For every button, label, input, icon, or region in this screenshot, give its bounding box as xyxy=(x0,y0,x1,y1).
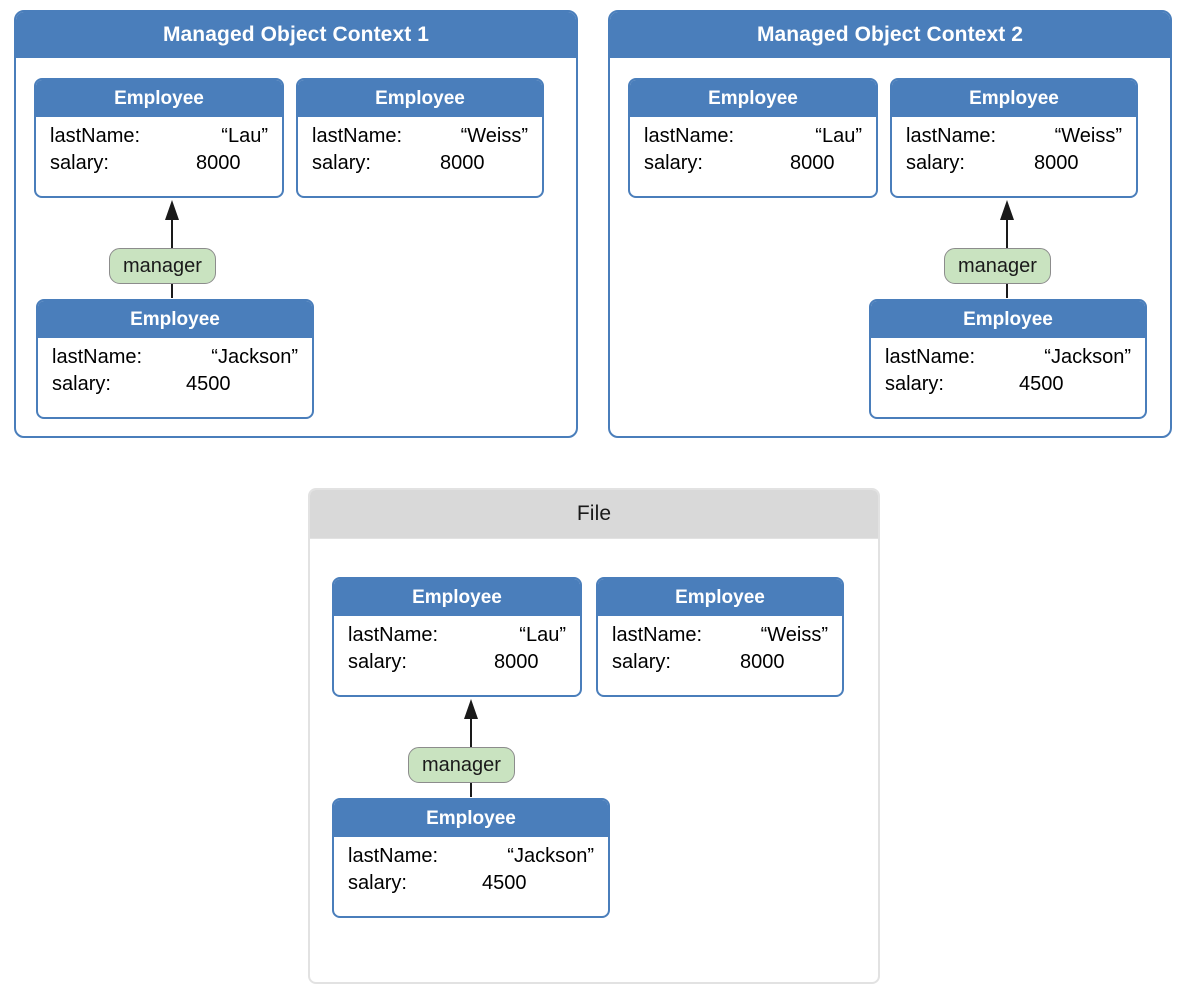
entity-card-title: Employee xyxy=(892,80,1136,117)
attribute-row: salary: 8000 xyxy=(348,649,566,676)
attribute-key: lastName: xyxy=(348,845,439,867)
attribute-key: salary: xyxy=(644,152,703,174)
entity-card-employee-weiss[interactable]: Employee lastName: “Weiss” salary: 8000 xyxy=(890,78,1138,198)
attribute-value: 4500 xyxy=(186,373,231,395)
entity-card-title: Employee xyxy=(334,800,608,837)
relationship-label-manager[interactable]: manager xyxy=(109,248,216,284)
entity-card-title: Employee xyxy=(298,80,542,117)
entity-card-employee-jackson[interactable]: Employee lastName: “Jackson” salary: 450… xyxy=(36,299,314,419)
attribute-row: lastName: “Weiss” xyxy=(312,123,528,150)
entity-card-title: Employee xyxy=(871,301,1145,338)
attribute-row: lastName: “Jackson” xyxy=(885,344,1131,371)
entity-card-title: Employee xyxy=(334,579,580,616)
attribute-row: salary: 8000 xyxy=(644,150,862,177)
entity-card-title: Employee xyxy=(598,579,842,616)
relationship-arrowhead xyxy=(1000,200,1014,220)
entity-card-employee-jackson[interactable]: Employee lastName: “Jackson” salary: 450… xyxy=(332,798,610,918)
attribute-row: salary: 4500 xyxy=(52,371,298,398)
panel-file: File Employee lastName: “Lau” salary: 80… xyxy=(308,488,880,984)
attribute-row: salary: 8000 xyxy=(612,649,828,676)
entity-card-employee-lau[interactable]: Employee lastName: “Lau” salary: 8000 xyxy=(332,577,582,697)
attribute-row: lastName: “Lau” xyxy=(644,123,862,150)
attribute-value: “Jackson” xyxy=(507,845,594,867)
attribute-row: lastName: “Lau” xyxy=(50,123,268,150)
attribute-row: lastName: “Weiss” xyxy=(906,123,1122,150)
attribute-value: “Jackson” xyxy=(1044,346,1131,368)
panel-body: Employee lastName: “Lau” salary: 8000 Em… xyxy=(610,58,1170,436)
attribute-row: lastName: “Jackson” xyxy=(52,344,298,371)
relationship-line xyxy=(470,717,472,747)
attribute-value: 4500 xyxy=(1019,373,1064,395)
relationship-line xyxy=(171,218,173,248)
attribute-row: lastName: “Weiss” xyxy=(612,622,828,649)
attribute-key: salary: xyxy=(348,651,407,673)
entity-attribute-list: lastName: “Jackson” salary: 4500 xyxy=(871,338,1145,406)
entity-card-employee-weiss[interactable]: Employee lastName: “Weiss” salary: 8000 xyxy=(296,78,544,198)
attribute-row: salary: 8000 xyxy=(906,150,1122,177)
attribute-value: “Lau” xyxy=(815,125,862,147)
entity-attribute-list: lastName: “Lau” salary: 8000 xyxy=(334,616,580,684)
attribute-value: “Weiss” xyxy=(1054,125,1122,147)
attribute-value: 8000 xyxy=(1034,152,1079,174)
attribute-value: “Weiss” xyxy=(760,624,828,646)
panel-body: Employee lastName: “Lau” salary: 8000 Em… xyxy=(16,58,576,436)
attribute-value: “Jackson” xyxy=(211,346,298,368)
entity-attribute-list: lastName: “Jackson” salary: 4500 xyxy=(334,837,608,905)
panel-title: File xyxy=(310,490,878,539)
entity-card-employee-jackson[interactable]: Employee lastName: “Jackson” salary: 450… xyxy=(869,299,1147,419)
relationship-arrowhead xyxy=(165,200,179,220)
attribute-key: lastName: xyxy=(885,346,976,368)
attribute-row: salary: 4500 xyxy=(348,870,594,897)
panel-managed-object-context-2: Managed Object Context 2 Employee lastNa… xyxy=(608,10,1172,438)
attribute-row: lastName: “Lau” xyxy=(348,622,566,649)
entity-attribute-list: lastName: “Weiss” salary: 8000 xyxy=(598,616,842,684)
relationship-label-manager[interactable]: manager xyxy=(944,248,1051,284)
attribute-key: salary: xyxy=(906,152,965,174)
attribute-key: lastName: xyxy=(312,125,403,147)
attribute-key: salary: xyxy=(50,152,109,174)
attribute-value: “Lau” xyxy=(519,624,566,646)
attribute-row: salary: 8000 xyxy=(312,150,528,177)
attribute-key: lastName: xyxy=(612,624,703,646)
entity-card-employee-lau[interactable]: Employee lastName: “Lau” salary: 8000 xyxy=(34,78,284,198)
entity-card-title: Employee xyxy=(36,80,282,117)
entity-attribute-list: lastName: “Weiss” salary: 8000 xyxy=(298,117,542,185)
attribute-key: salary: xyxy=(348,872,407,894)
relationship-arrowhead xyxy=(464,699,478,719)
attribute-value: 8000 xyxy=(740,651,785,673)
relationship-line xyxy=(1006,218,1008,248)
entity-attribute-list: lastName: “Weiss” salary: 8000 xyxy=(892,117,1136,185)
attribute-value: “Weiss” xyxy=(460,125,528,147)
attribute-key: salary: xyxy=(885,373,944,395)
entity-card-employee-weiss[interactable]: Employee lastName: “Weiss” salary: 8000 xyxy=(596,577,844,697)
panel-body: Employee lastName: “Lau” salary: 8000 Em… xyxy=(310,539,878,982)
entity-card-title: Employee xyxy=(38,301,312,338)
entity-attribute-list: lastName: “Lau” salary: 8000 xyxy=(36,117,282,185)
attribute-key: lastName: xyxy=(52,346,143,368)
attribute-value: 8000 xyxy=(440,152,485,174)
attribute-row: lastName: “Jackson” xyxy=(348,843,594,870)
entity-card-employee-lau[interactable]: Employee lastName: “Lau” salary: 8000 xyxy=(628,78,878,198)
attribute-key: lastName: xyxy=(348,624,439,646)
attribute-key: salary: xyxy=(612,651,671,673)
attribute-key: lastName: xyxy=(644,125,735,147)
attribute-value: 8000 xyxy=(790,152,835,174)
relationship-label-manager[interactable]: manager xyxy=(408,747,515,783)
attribute-key: salary: xyxy=(52,373,111,395)
entity-attribute-list: lastName: “Jackson” salary: 4500 xyxy=(38,338,312,406)
attribute-value: “Lau” xyxy=(221,125,268,147)
panel-managed-object-context-1: Managed Object Context 1 Employee lastNa… xyxy=(14,10,578,438)
entity-attribute-list: lastName: “Lau” salary: 8000 xyxy=(630,117,876,185)
attribute-key: salary: xyxy=(312,152,371,174)
panel-title: Managed Object Context 2 xyxy=(610,12,1170,58)
attribute-row: salary: 4500 xyxy=(885,371,1131,398)
attribute-key: lastName: xyxy=(50,125,141,147)
panel-title: Managed Object Context 1 xyxy=(16,12,576,58)
attribute-value: 8000 xyxy=(494,651,539,673)
attribute-row: salary: 8000 xyxy=(50,150,268,177)
attribute-value: 8000 xyxy=(196,152,241,174)
entity-card-title: Employee xyxy=(630,80,876,117)
attribute-key: lastName: xyxy=(906,125,997,147)
attribute-value: 4500 xyxy=(482,872,527,894)
